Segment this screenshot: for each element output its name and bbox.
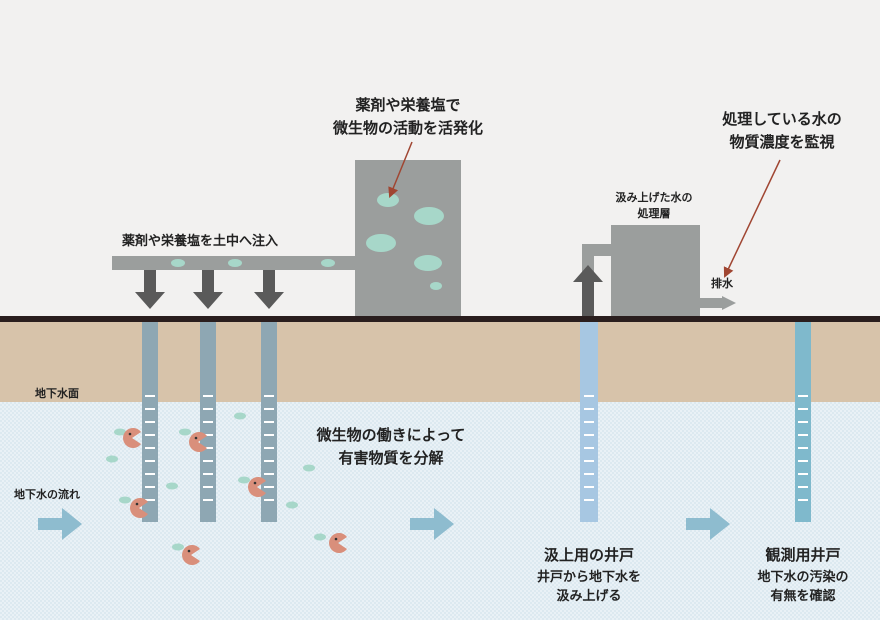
pointer-line xyxy=(388,141,413,198)
injection-arrow xyxy=(254,270,284,309)
bubble xyxy=(414,255,442,271)
water-table-label: 地下水面 xyxy=(35,387,79,400)
flow-arrow xyxy=(686,508,730,540)
microbe xyxy=(122,428,141,448)
pump-up-arrow xyxy=(573,265,603,316)
bubble xyxy=(228,259,242,267)
bubble xyxy=(171,259,185,267)
pump-well-title: 汲上用の井戸 xyxy=(543,546,635,564)
bubble xyxy=(430,282,442,290)
treatment-tank-label: 汲み上げた水の 処理層 xyxy=(616,190,693,222)
bubble xyxy=(377,193,399,207)
microbe xyxy=(329,533,347,554)
contaminant-particles xyxy=(106,412,326,551)
groundwater-flow-label: 地下水の流れ xyxy=(14,488,80,501)
pointer-line xyxy=(723,159,781,278)
caption-microbe-activation: 薬剤や栄養塩で 微生物の活動を活発化 xyxy=(333,94,483,140)
well-screen xyxy=(584,395,594,501)
drain-label: 排水 xyxy=(711,277,733,290)
caption-line: 物質濃度を監視 xyxy=(729,133,835,151)
flow-arrow xyxy=(38,508,82,540)
caption-line: 処理している水の xyxy=(722,110,842,128)
caption-line: 処理層 xyxy=(637,207,671,220)
caption-line: 汲み上げる xyxy=(556,589,622,604)
flow-arrow xyxy=(410,508,454,540)
injection-label: 薬剤や栄養塩を土中へ注入 xyxy=(122,234,279,249)
microbe xyxy=(182,545,200,565)
decomposition-caption: 微生物の働きによって 有害物質を分解 xyxy=(317,424,466,470)
caption-line: 地下水の汚染の xyxy=(757,570,849,585)
soil-layer xyxy=(0,320,880,402)
well-screen xyxy=(798,395,808,501)
injection-arrow xyxy=(193,270,223,309)
caption-line: 微生物の活動を活発化 xyxy=(332,119,484,137)
drain-pipe xyxy=(700,298,724,308)
observation-well-title: 観測用井戸 xyxy=(765,546,841,564)
well-screen xyxy=(145,395,274,501)
treatment-tank xyxy=(611,225,700,316)
bubble xyxy=(321,259,335,267)
caption-line: 有害物質を分解 xyxy=(338,449,444,467)
observation-well-description: 地下水の汚染の 有無を確認 xyxy=(757,568,848,606)
caption-line: 汲み上げた水の xyxy=(615,191,693,204)
tank-inlet-pipe xyxy=(582,244,611,272)
injection-arrow xyxy=(135,270,165,309)
caption-monitoring: 処理している水の 物質濃度を監視 xyxy=(722,108,842,154)
microbe xyxy=(189,432,207,453)
drain-arrow xyxy=(722,296,736,310)
caption-line: 薬剤や栄養塩で xyxy=(355,96,461,114)
microbe xyxy=(248,477,266,498)
caption-line: 微生物の働きによって xyxy=(316,426,466,444)
microbe xyxy=(130,498,148,518)
caption-line: 有無を確認 xyxy=(770,589,836,604)
bubble xyxy=(366,234,396,252)
caption-line: 井戸から地下水を xyxy=(536,570,642,585)
pump-well-description: 井戸から地下水を 汲み上げる xyxy=(537,568,641,606)
bubble xyxy=(414,207,444,225)
ground-surface xyxy=(0,316,880,322)
